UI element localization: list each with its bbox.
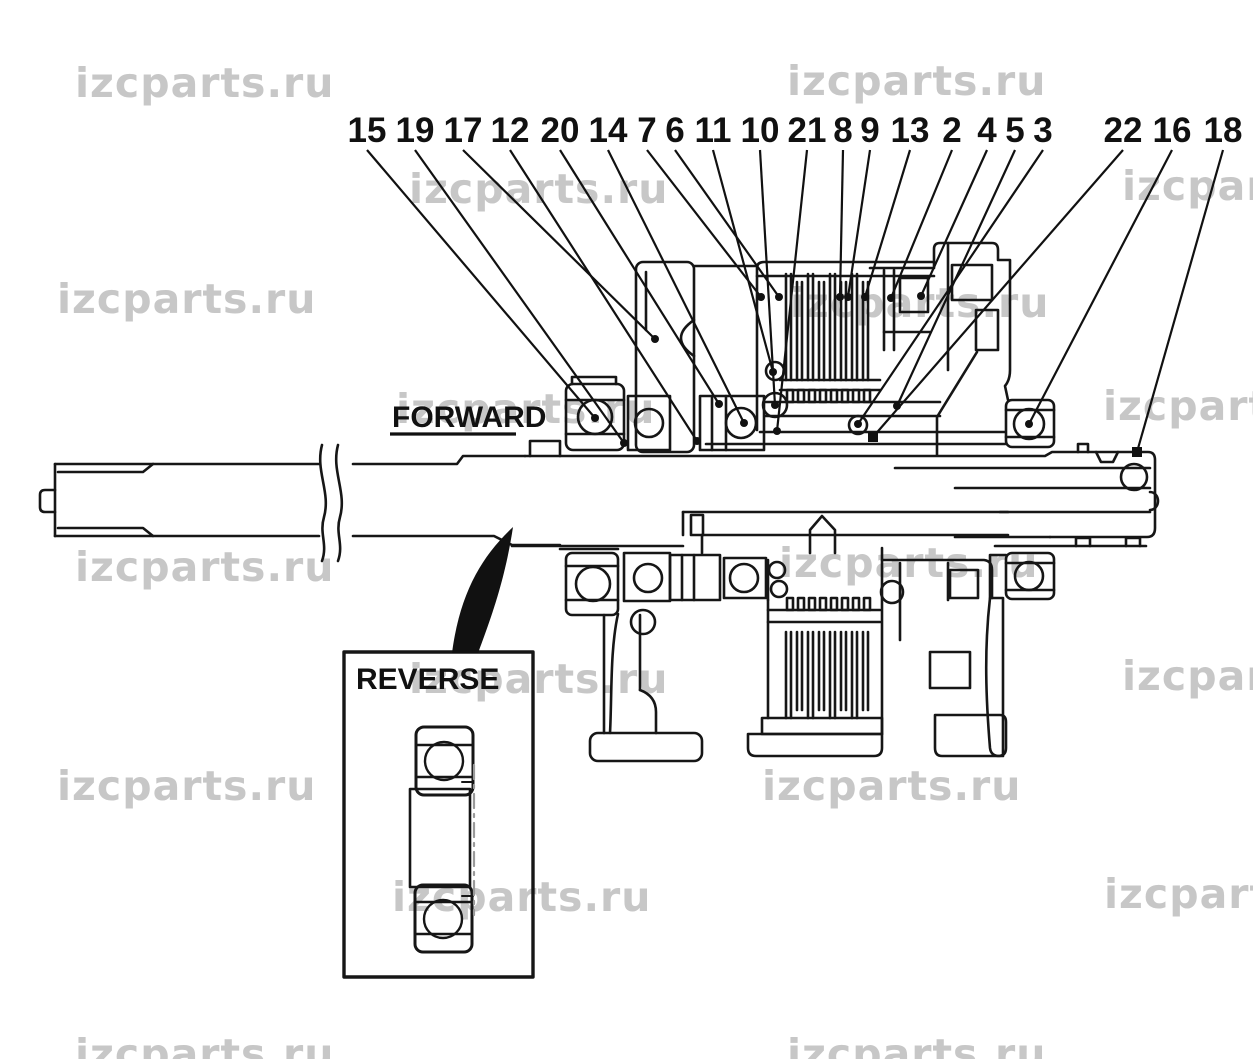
watermark-text: izcparts.ru [75,1030,334,1059]
watermark-text: izcparts.ru [409,165,668,213]
callout-number: 6 [665,111,684,150]
forward-clutch-assembly [564,241,1056,457]
callout-leader-line [919,149,989,297]
watermark-text: izcparts.ru [787,57,1046,105]
callout-number: 22 [1104,111,1143,150]
watermark-text: izcparts.ru [787,1030,1046,1059]
callout-number: 8 [833,111,852,150]
watermark-text: izcparts.ru [1103,382,1253,430]
callout-number: 3 [1033,111,1052,150]
watermark-text: izcparts.ru [75,59,334,107]
callout-leader-line [1028,149,1173,425]
callout-leader-line [366,149,596,419]
watermark-text: izcparts.ru [392,873,651,921]
callout-number: 21 [788,111,827,150]
watermark-text: izcparts.ru [409,655,668,703]
callout-number: 11 [695,111,732,150]
watermark-text: izcparts.ru [75,543,334,591]
reverse-pointer-swoosh [452,527,513,653]
callout-dot [836,293,844,301]
watermark-text: izcparts.ru [1122,162,1253,210]
callout-leader-line [857,149,1044,425]
reverse-detail-box [342,650,535,979]
watermark-text: izcparts.ru [57,275,316,323]
forward-label: FORWARD [392,401,546,434]
callout-number: 13 [891,111,930,150]
watermark-text: izcparts.ru [762,762,1021,810]
callout-leader-line [838,149,845,298]
callout-dot [868,432,878,442]
callout-dot [775,293,783,301]
callout-dot [917,292,925,300]
callout-number: 14 [589,111,628,150]
callout-number: 12 [491,111,530,150]
watermark-text: izcparts.ru [1122,652,1253,700]
callout-dot [861,293,869,301]
callout-leader-line [1135,149,1225,453]
watermark-layer: izcparts.ru izcparts.ru izcparts.ru izcpart… [57,57,1253,1059]
callout-leader-line [559,149,720,405]
callout-leader-line [509,149,698,442]
callout-number: 5 [1005,111,1024,150]
output-shaft [523,442,1160,548]
callout-leader-line [863,149,912,298]
callout-number: 2 [942,111,961,150]
callout-dot [1132,447,1142,457]
callout-dot [715,400,723,408]
callout-dot [887,294,895,302]
assembly-drawing [38,241,1160,979]
callout-dot [757,293,765,301]
callout-number: 16 [1153,111,1192,150]
callout-leader-line [711,149,775,373]
callout-number: 18 [1204,111,1243,150]
reverse-label: REVERSE [356,663,499,696]
callout-number: 10 [741,111,780,150]
callout-dot [844,293,852,301]
callout-dot [693,437,701,445]
watermark-text: izcparts.ru [57,762,316,810]
callout-leader-line [872,149,1124,438]
watermark-text: izcparts.ru [790,279,1049,327]
callout-dot [773,427,781,435]
callout-dot [1025,420,1033,428]
callout-dot [651,335,659,343]
callout-number: 15 [348,111,387,150]
reverse-clutch-assembly [510,510,1056,763]
callout-leader-line [414,149,625,444]
callout-dot [771,401,779,409]
callout-number: 20 [541,111,580,150]
callout-number: 7 [637,111,656,150]
callout-dot [854,420,862,428]
callout-number: 17 [444,111,483,150]
callout-dot [620,439,628,447]
callout-number: 19 [396,111,435,150]
callout-leader-line [846,149,872,298]
callout-number: 4 [977,111,997,150]
callout-dot [740,419,748,427]
callout-leader-line [674,149,780,298]
callout-leader-line [758,149,777,406]
callout-leader-line [607,149,745,424]
callout-leader-line [775,149,809,432]
callout-dot [591,414,599,422]
callout-leader-line [462,149,656,340]
callout-leader-line [889,149,954,299]
callout-number: 9 [860,111,879,150]
callout-leader-line [646,149,762,298]
watermark-text: izcparts.ru [1104,870,1253,918]
